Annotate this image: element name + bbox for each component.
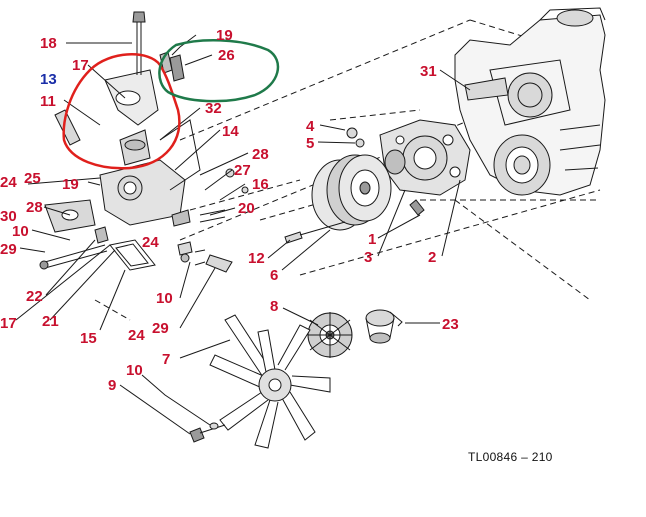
part-label-14: 14	[222, 123, 239, 140]
part-label-11: 11	[40, 93, 56, 110]
part-label-16: 16	[252, 176, 269, 193]
small-fittings	[94, 168, 249, 273]
part-label-7: 7	[162, 351, 171, 368]
spacer	[365, 309, 403, 344]
cooling-fan	[209, 314, 331, 449]
part-label-29a: 29	[0, 241, 17, 258]
part-label-9: 9	[108, 377, 117, 394]
gasket	[109, 239, 156, 271]
part-label-13: 13	[40, 71, 57, 88]
part-label-30: 30	[0, 208, 17, 225]
green-highlight-circle	[158, 39, 280, 103]
fan-bolt	[189, 422, 226, 443]
part-label-10b: 10	[156, 290, 173, 307]
part-label-8: 8	[270, 298, 279, 315]
part-label-12: 12	[248, 250, 265, 267]
part-label-19b: 19	[62, 176, 79, 193]
part-label-26: 26	[218, 47, 235, 64]
engine-block	[454, 7, 606, 196]
part-label-18: 18	[40, 35, 57, 52]
part-label-17a: 17	[72, 57, 89, 74]
part-label-29b: 29	[152, 320, 169, 337]
part-label-28b: 28	[26, 199, 43, 216]
part-label-20: 20	[238, 200, 255, 217]
part-label-15: 15	[80, 330, 97, 347]
part-label-4: 4	[306, 118, 315, 135]
pump-fasteners	[284, 127, 365, 244]
part-label-6: 6	[270, 267, 279, 284]
part-label-2: 2	[428, 249, 437, 266]
part-label-32: 32	[205, 100, 222, 117]
part-label-24a: 24	[0, 174, 17, 191]
drawing-reference-code: TL00846 – 210	[468, 450, 553, 464]
part-label-10c: 10	[126, 362, 143, 379]
part-label-5: 5	[306, 135, 315, 152]
part-label-28a: 28	[252, 146, 269, 163]
part-label-22: 22	[26, 288, 43, 305]
part-label-25: 25	[24, 170, 41, 187]
part-label-24b: 24	[142, 234, 159, 251]
part-label-19a: 19	[216, 27, 233, 44]
part-label-23: 23	[442, 316, 459, 333]
long-bolt	[132, 11, 146, 75]
pulley	[311, 154, 392, 231]
part-label-27: 27	[234, 162, 251, 179]
part-label-21: 21	[42, 313, 59, 330]
part-label-31: 31	[420, 63, 437, 80]
part-label-24c: 24	[128, 327, 145, 344]
fan-clutch	[307, 312, 353, 358]
part-label-10a: 10	[12, 223, 29, 240]
water-pump	[379, 119, 471, 216]
part-label-1: 1	[368, 231, 377, 248]
red-highlight-circle	[62, 53, 181, 170]
part-label-17b: 17	[0, 315, 17, 332]
part-label-3: 3	[364, 249, 373, 266]
thermostat-housing	[54, 69, 201, 226]
